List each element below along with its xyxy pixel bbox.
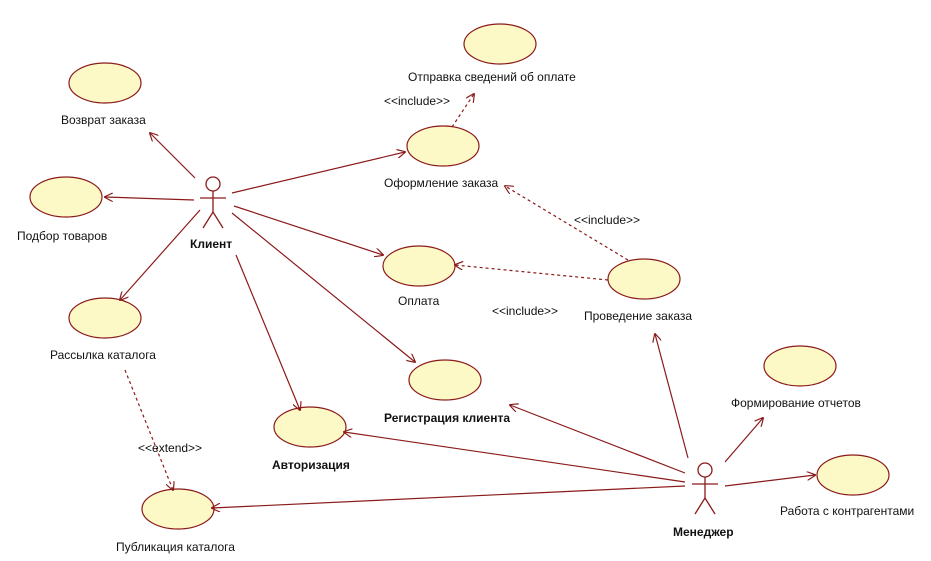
- assoc-client-select-goods: [105, 197, 195, 200]
- label-actor-manager: Менеджер: [673, 525, 734, 539]
- assoc-manager-registration: [510, 405, 686, 474]
- assoc-manager-counterparties: [724, 475, 815, 487]
- extend-catalog-mailing-publication: [124, 369, 173, 490]
- stereotype-include: <<include>>: [384, 94, 450, 108]
- actor-client[interactable]: [200, 176, 226, 229]
- use-case-client-registration[interactable]: [408, 359, 482, 401]
- use-case-payment[interactable]: [382, 245, 456, 287]
- label-client-registration: Регистрация клиента: [384, 411, 510, 425]
- use-case-catalog-publication[interactable]: [141, 488, 215, 530]
- assoc-manager-catalog-publication: [212, 485, 686, 508]
- assoc-client-return-order: [150, 133, 196, 179]
- assoc-manager-reports: [724, 418, 763, 463]
- label-conduct-order: Проведение заказа: [584, 309, 692, 323]
- assoc-manager-conduct-order: [655, 334, 689, 459]
- label-place-order: Оформление заказа: [384, 176, 499, 190]
- use-case-authorization[interactable]: [273, 406, 347, 448]
- use-case-counterparties[interactable]: [816, 454, 890, 496]
- assoc-client-place-order: [231, 152, 405, 194]
- assoc-client-payment: [233, 205, 383, 255]
- include-conduct-order-payment: [455, 265, 609, 281]
- use-case-return-order[interactable]: [68, 62, 142, 104]
- label-send-payment-info: Отправка сведений об оплате: [408, 70, 576, 84]
- label-catalog-publication: Публикация каталога: [116, 540, 235, 554]
- stereotype-include: <<include>>: [492, 304, 558, 318]
- stereotype-extend: <<extend>>: [138, 441, 202, 455]
- assoc-client-authorization: [235, 254, 300, 410]
- assoc-client-registration: [231, 212, 415, 362]
- label-reports: Формирование отчетов: [731, 396, 861, 410]
- stereotype-include: <<include>>: [574, 213, 640, 227]
- use-case-send-payment-info[interactable]: [463, 23, 537, 65]
- label-actor-client: Клиент: [190, 237, 232, 251]
- label-catalog-mailing: Рассылка каталога: [50, 348, 156, 362]
- use-case-select-goods[interactable]: [29, 176, 103, 218]
- label-authorization: Авторизация: [272, 458, 350, 472]
- use-case-catalog-mailing[interactable]: [68, 297, 142, 339]
- label-select-goods: Подбор товаров: [17, 229, 107, 243]
- label-counterparties: Работа с контрагентами: [780, 504, 914, 518]
- label-return-order: Возврат заказа: [61, 113, 146, 127]
- use-case-place-order[interactable]: [406, 125, 480, 167]
- use-case-reports[interactable]: [763, 345, 837, 387]
- assoc-client-catalog-mailing: [120, 209, 201, 300]
- use-case-conduct-order[interactable]: [607, 258, 681, 300]
- assoc-manager-authorization: [344, 432, 686, 483]
- label-payment: Оплата: [398, 294, 440, 308]
- include-place-order-send-payment: [451, 94, 474, 128]
- actor-manager[interactable]: [692, 462, 718, 515]
